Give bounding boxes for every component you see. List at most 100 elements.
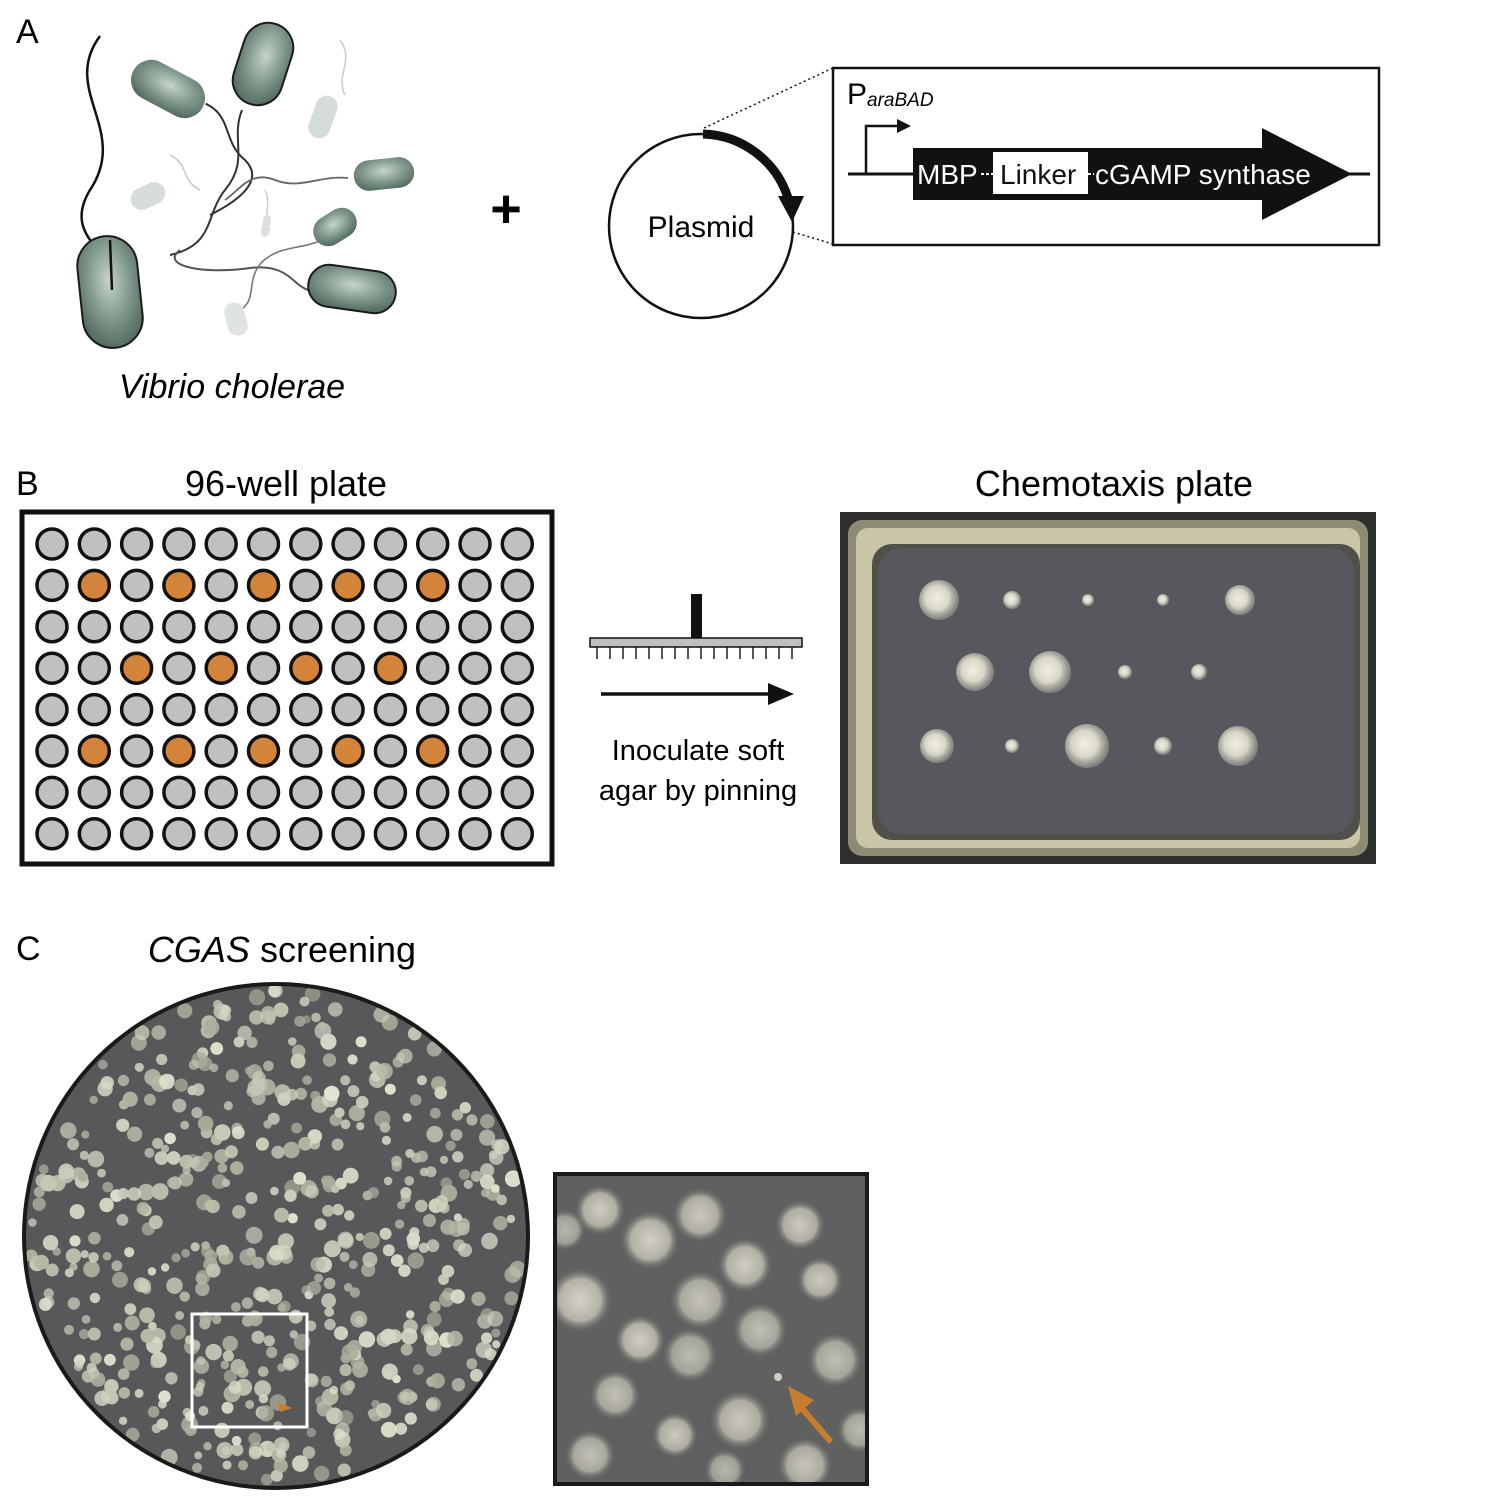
screening-title: CGAS screening — [148, 929, 416, 970]
colony — [167, 1177, 178, 1189]
well — [331, 692, 365, 727]
colony — [400, 1192, 411, 1203]
colony — [64, 1324, 74, 1335]
colony — [253, 1286, 268, 1301]
colony — [254, 1380, 271, 1397]
colony — [397, 1200, 406, 1210]
well — [246, 651, 281, 685]
colony — [233, 1036, 245, 1048]
well — [458, 568, 492, 603]
colony — [251, 1330, 265, 1344]
colony — [332, 1203, 344, 1216]
colony — [160, 1144, 170, 1153]
colony — [158, 1390, 171, 1403]
colony — [179, 1154, 194, 1169]
well-highlighted — [246, 568, 281, 603]
step-text-line2: agar by pinning — [599, 775, 797, 807]
colony — [289, 1330, 298, 1339]
well — [458, 527, 492, 561]
colony — [224, 1145, 238, 1159]
colony — [87, 1150, 105, 1168]
colony — [339, 1444, 352, 1457]
well — [246, 692, 281, 727]
colony — [87, 1327, 101, 1341]
colony — [797, 1257, 843, 1303]
colony — [230, 1161, 244, 1175]
colony — [339, 1363, 352, 1377]
colony — [1157, 594, 1169, 606]
colony — [342, 1167, 359, 1184]
colony — [266, 1346, 278, 1358]
colony — [127, 1126, 143, 1142]
colony — [220, 1360, 230, 1370]
well — [458, 817, 492, 851]
well — [162, 610, 196, 644]
colony — [480, 1163, 495, 1178]
well — [246, 775, 281, 810]
well — [246, 817, 281, 851]
well-highlighted — [204, 651, 238, 685]
colony — [439, 1155, 449, 1164]
colony — [299, 996, 310, 1007]
colony — [78, 1329, 90, 1340]
colony — [98, 1059, 108, 1070]
colony — [324, 1085, 340, 1102]
well — [204, 610, 238, 644]
colony — [304, 986, 321, 1002]
colony — [58, 1163, 75, 1180]
well — [331, 775, 365, 810]
colony — [704, 1449, 746, 1482]
colony — [293, 1171, 307, 1185]
well — [77, 610, 112, 644]
well — [246, 527, 281, 561]
colony — [248, 1432, 262, 1446]
colony — [429, 1107, 441, 1119]
well — [35, 817, 69, 851]
colony — [458, 1243, 472, 1258]
colony — [305, 1184, 319, 1199]
colony — [165, 1372, 178, 1385]
colony — [152, 1137, 164, 1149]
colony — [320, 1033, 337, 1050]
colony — [416, 1075, 427, 1086]
colony — [231, 1435, 242, 1446]
colony — [339, 1251, 350, 1262]
colony — [134, 1025, 150, 1041]
colony — [33, 1186, 45, 1198]
colony — [171, 1253, 181, 1263]
colony — [340, 1075, 351, 1086]
well — [35, 568, 69, 603]
colony — [434, 1086, 448, 1100]
well — [162, 527, 196, 561]
colony — [298, 1136, 313, 1151]
well — [415, 610, 450, 644]
well — [500, 568, 535, 603]
colony — [151, 1183, 169, 1200]
colony — [212, 1314, 222, 1325]
well-highlighted — [162, 734, 196, 768]
colony — [407, 1252, 424, 1269]
colony — [402, 1113, 412, 1122]
colony — [349, 1287, 361, 1298]
colony — [222, 1335, 238, 1352]
colony — [230, 1443, 244, 1457]
colony — [32, 1197, 46, 1211]
step-text-line1: Inoculate soft — [612, 735, 785, 767]
colony — [151, 1025, 166, 1040]
well — [35, 610, 69, 644]
construct-linker-label: Linker — [1000, 159, 1076, 190]
petri-dish-photo — [22, 982, 530, 1490]
colony — [333, 1428, 345, 1441]
colony — [166, 1277, 183, 1294]
colony — [1191, 664, 1207, 680]
well — [458, 775, 492, 810]
well-highlighted — [331, 568, 365, 603]
colony — [117, 1188, 129, 1200]
colony — [196, 1356, 206, 1365]
colony — [144, 1147, 155, 1158]
colony — [412, 1364, 424, 1376]
colony — [589, 1369, 641, 1421]
colony — [614, 1314, 666, 1366]
colony — [43, 1288, 54, 1299]
